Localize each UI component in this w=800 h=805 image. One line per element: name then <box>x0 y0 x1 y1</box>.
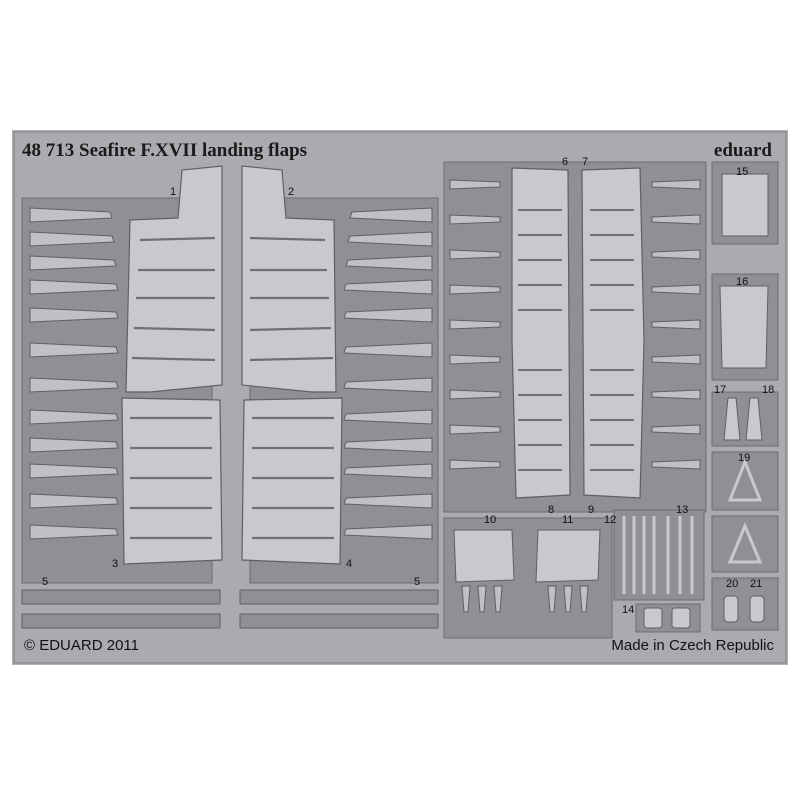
part-20 <box>723 595 739 623</box>
left-ribs <box>29 207 119 540</box>
part-number-8: 8 <box>548 504 555 516</box>
parts-row-5 <box>21 589 439 629</box>
part-12-tabs <box>461 585 589 613</box>
part-number-21: 21 <box>750 578 763 590</box>
flap-part-4 <box>241 397 343 565</box>
part-10 <box>453 529 515 583</box>
part-number-1: 1 <box>170 186 177 198</box>
part-number-7: 7 <box>582 156 589 168</box>
part-number-19: 19 <box>738 452 751 464</box>
part-number-5b: 5 <box>414 576 421 588</box>
flap-part-7 <box>581 167 645 499</box>
middle-stiffeners <box>518 209 634 471</box>
part-number-10: 10 <box>484 514 497 526</box>
right-ribs <box>343 207 433 540</box>
flap-part-3 <box>121 397 223 565</box>
origin-text: Made in Czech Republic <box>611 637 774 654</box>
part-21 <box>749 595 765 623</box>
copyright-text: © EDUARD 2011 <box>24 637 139 654</box>
part-13-rods <box>622 516 694 594</box>
part-number-16: 16 <box>736 276 749 288</box>
part-number-4: 4 <box>346 558 353 570</box>
part-14a <box>643 607 663 629</box>
part-15 <box>721 173 769 237</box>
part-number-2: 2 <box>288 186 295 198</box>
part-number-6: 6 <box>562 156 569 168</box>
part-18 <box>745 397 763 441</box>
part-13-area <box>613 509 705 601</box>
part-16 <box>719 285 769 369</box>
part-number-11: 11 <box>562 514 574 526</box>
part-11 <box>535 529 601 583</box>
part-20-21-area <box>711 577 779 631</box>
part-17-18-area <box>711 391 779 447</box>
part-17 <box>723 397 741 441</box>
fret-title: 48 713 Seafire F.XVII landing flaps <box>22 140 308 161</box>
flap-stiffeners <box>130 236 334 540</box>
middle-rib-area <box>443 161 707 513</box>
middle-side-ribs <box>449 179 701 470</box>
part-19b <box>727 522 763 564</box>
flap-part-1 <box>125 165 223 393</box>
part-14b <box>671 607 691 629</box>
brand-name: eduard <box>713 140 772 161</box>
part-number-9: 9 <box>588 504 595 516</box>
part-number-20: 20 <box>726 578 739 590</box>
part-number-3: 3 <box>112 558 119 570</box>
part-number-13: 13 <box>676 504 689 516</box>
part-number-5a: 5 <box>42 576 49 588</box>
part-number-15: 15 <box>736 166 749 178</box>
flap-part-6 <box>511 167 571 499</box>
part-19 <box>727 457 763 502</box>
part-number-17: 17 <box>714 384 727 396</box>
part-number-18: 18 <box>762 384 775 396</box>
flap-part-2 <box>241 165 337 393</box>
part-number-12: 12 <box>604 514 617 526</box>
part-number-14: 14 <box>622 604 635 616</box>
